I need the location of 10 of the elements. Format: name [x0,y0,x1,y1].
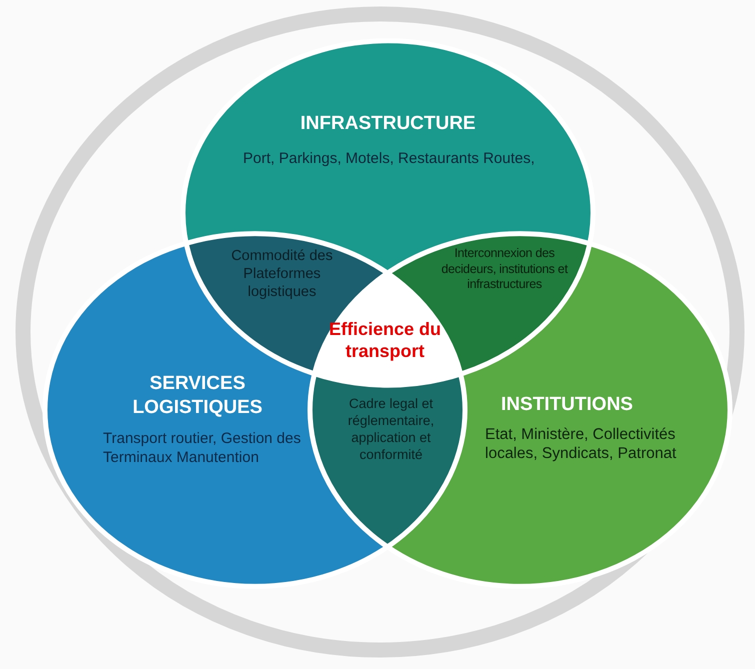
center-text: Efficience du transport [328,318,442,363]
circle-title: INSTITUTIONS [500,392,634,417]
region-text: Interconnexion des decideurs, institutions et infrastructures [440,246,569,293]
region-text: Cadre legal et réglementaire, application et conformité [346,396,436,464]
circle-title: INFRASTRUCTURE [299,112,477,136]
circle-title: SERVICES LOGISTIQUES [132,372,264,420]
region-text: Commodité des Plateformes logistiques [230,246,334,302]
circle-text: Port, Parkings, Motels, Restaurants Routes, [243,150,536,169]
circle-text: Etat, Ministère, Collectivités locales, Syndicats, Patronat [485,424,678,464]
circle-text: Transport routier, Gestion des Terminaux Manutention [103,430,302,468]
